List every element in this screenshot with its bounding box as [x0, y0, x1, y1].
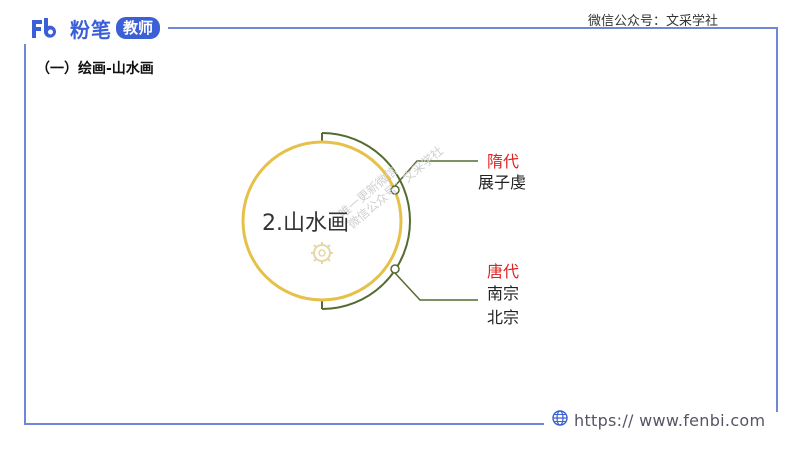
globe-icon	[552, 410, 568, 430]
branch-era-tang: 唐代	[487, 262, 520, 281]
outer-arc	[321, 132, 411, 310]
branch-era-sui: 隋代	[487, 152, 520, 171]
frame-right-border	[776, 27, 778, 412]
logo-badge: 教师	[116, 17, 161, 39]
branch-school-north: 北宗	[487, 308, 520, 327]
wechat-account-label: 微信公众号：文采学社	[588, 14, 719, 29]
branch-line-upper	[394, 160, 478, 187]
footer: https:// www.fenbi.com	[552, 410, 765, 430]
branch-node-lower	[390, 264, 400, 274]
branch-person-zhanziqian: 展子虔	[478, 173, 527, 192]
fenbi-logo: 粉笔 教师	[30, 10, 161, 46]
center-topic-label: 2.山水画	[262, 211, 349, 236]
section-title: （一）绘画-山水画	[36, 61, 154, 77]
gear-icon	[311, 242, 333, 264]
frame-bottom-border	[24, 423, 544, 425]
center-circle	[241, 140, 403, 302]
logo-text: 粉笔	[70, 17, 112, 42]
branch-school-south: 南宗	[487, 284, 520, 303]
footer-url-link[interactable]: https:// www.fenbi.com	[574, 410, 766, 430]
frame-top-border	[168, 27, 778, 29]
frame-left-border	[24, 44, 26, 424]
branch-line-lower	[394, 272, 478, 301]
fenbi-logo-mark-icon	[30, 16, 68, 40]
